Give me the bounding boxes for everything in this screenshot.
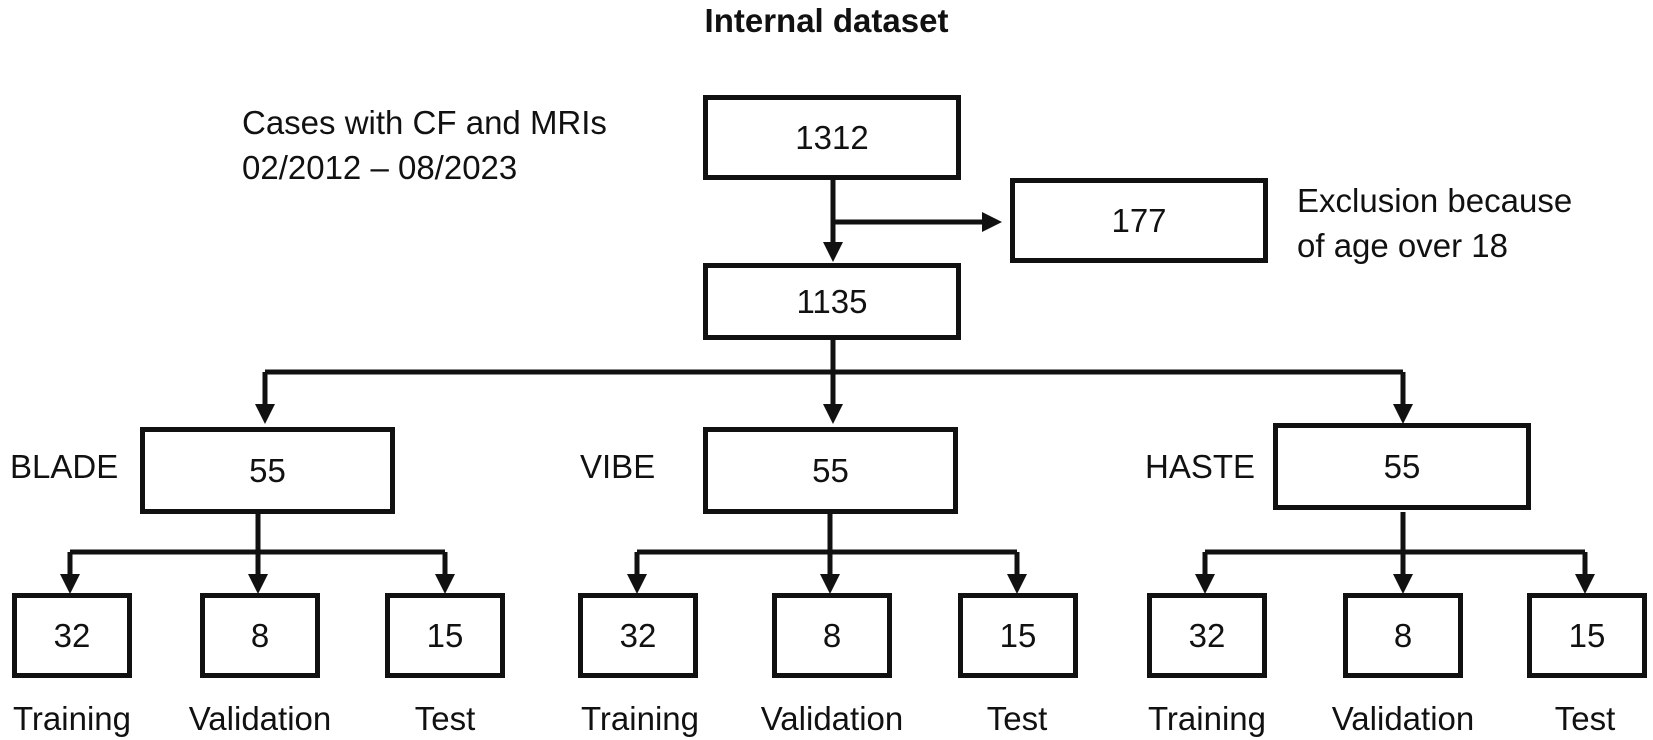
caption-haste-test: Test bbox=[1554, 700, 1616, 737]
box-vibe-training: 32 bbox=[578, 593, 698, 678]
box-total-cases: 1312 bbox=[703, 95, 961, 180]
caption-vibe-validation: Validation bbox=[760, 700, 904, 737]
branch-name-vibe: VIBE bbox=[580, 448, 656, 485]
branch-name-blade: BLADE bbox=[10, 448, 119, 485]
box-haste: 55 bbox=[1273, 423, 1531, 510]
box-blade-test: 15 bbox=[385, 593, 505, 678]
caption-vibe-training: Training bbox=[581, 700, 699, 737]
caption-blade-test: Test bbox=[414, 700, 476, 737]
branch-name-haste: HASTE bbox=[1145, 448, 1256, 485]
caption-blade-validation: Validation bbox=[188, 700, 332, 737]
box-vibe-validation: 8 bbox=[772, 593, 892, 678]
cases-note-line2: 02/2012 – 08/2023 bbox=[242, 149, 518, 186]
box-excluded: 177 bbox=[1010, 178, 1268, 263]
box-haste-test: 15 bbox=[1527, 593, 1647, 678]
box-haste-validation: 8 bbox=[1343, 593, 1463, 678]
caption-blade-training: Training bbox=[13, 700, 131, 737]
box-after-exclusion: 1135 bbox=[703, 263, 961, 340]
box-vibe-test: 15 bbox=[958, 593, 1078, 678]
box-vibe: 55 bbox=[703, 427, 958, 514]
box-blade-validation: 8 bbox=[200, 593, 320, 678]
exclusion-note-line1: Exclusion because bbox=[1297, 182, 1573, 219]
exclusion-note: Exclusion because of age over 18 bbox=[1297, 178, 1572, 268]
box-blade-training: 32 bbox=[12, 593, 132, 678]
cases-note-line1: Cases with CF and MRIs bbox=[242, 104, 607, 141]
box-blade: 55 bbox=[140, 427, 395, 514]
cases-note: Cases with CF and MRIs 02/2012 – 08/2023 bbox=[242, 100, 607, 190]
caption-haste-validation: Validation bbox=[1331, 700, 1475, 737]
diagram-title: Internal dataset bbox=[704, 2, 949, 39]
caption-vibe-test: Test bbox=[986, 700, 1048, 737]
caption-haste-training: Training bbox=[1148, 700, 1266, 737]
box-haste-training: 32 bbox=[1147, 593, 1267, 678]
exclusion-note-line2: of age over 18 bbox=[1297, 227, 1508, 264]
